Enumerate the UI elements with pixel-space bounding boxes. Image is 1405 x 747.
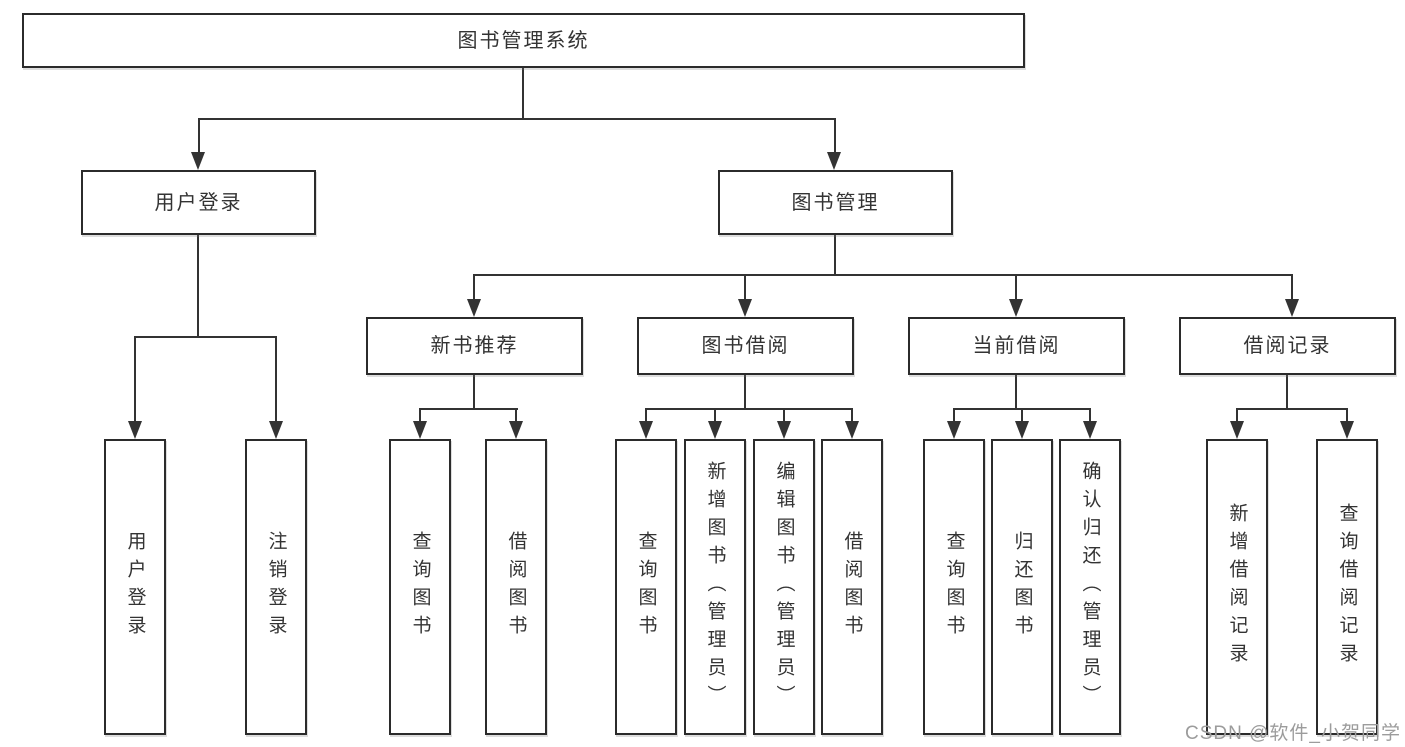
leaf-query-borrow-record: 查询借阅记录	[1316, 439, 1378, 735]
connector-stem	[645, 408, 647, 422]
leaf-user-login: 用户登录	[104, 439, 166, 735]
arrow-down	[1083, 421, 1097, 439]
leaf-borrow-book: 借阅图书	[821, 439, 883, 735]
leaf-confirm-return-admin: 确认归还（管理员）	[1059, 439, 1121, 735]
connector-stem	[134, 336, 136, 422]
arrow-down	[708, 421, 722, 439]
connector-stem	[953, 408, 955, 422]
connector-user-login-rail	[134, 336, 277, 338]
connector-stem	[1021, 408, 1023, 422]
connector-stem	[198, 118, 200, 154]
connector-user-login-stub	[197, 235, 199, 337]
leaf-edit-book-admin: 编辑图书（管理员）	[753, 439, 815, 735]
connector-stub	[473, 375, 475, 409]
connector-level3-rail	[473, 274, 1293, 276]
connector-level2-rail	[198, 118, 836, 120]
connector-stem	[851, 408, 853, 422]
arrow-down	[947, 421, 961, 439]
arrow-down	[1009, 299, 1023, 317]
connector-book-mgmt-stub	[834, 235, 836, 275]
leaf-logout: 注销登录	[245, 439, 307, 735]
arrow-down	[1230, 421, 1244, 439]
leaf-query-book-recommend: 查询图书	[389, 439, 451, 735]
leaf-add-borrow-record: 新增借阅记录	[1206, 439, 1268, 735]
arrow-down	[269, 421, 283, 439]
leaf-query-book-borrow: 查询图书	[615, 439, 677, 735]
leaf-add-book-admin: 新增图书（管理员）	[684, 439, 746, 735]
arrow-down	[1285, 299, 1299, 317]
connector-rail	[645, 408, 853, 410]
arrow-down	[845, 421, 859, 439]
connector-stub	[1286, 375, 1288, 409]
connector-stem	[834, 118, 836, 154]
connector-stem	[783, 408, 785, 422]
arrow-down	[467, 299, 481, 317]
connector-stem	[515, 408, 517, 422]
leaf-query-book-current: 查询图书	[923, 439, 985, 735]
connector-stub	[744, 375, 746, 409]
node-borrow-record: 借阅记录	[1179, 317, 1396, 375]
arrow-down	[509, 421, 523, 439]
connector-rail	[1236, 408, 1348, 410]
arrow-down	[738, 299, 752, 317]
connector-stem	[473, 274, 475, 301]
connector-stem	[1236, 408, 1238, 422]
node-new-book-recommend: 新书推荐	[366, 317, 583, 375]
connector-stem	[1291, 274, 1293, 301]
node-book-management: 图书管理	[718, 170, 953, 235]
connector-stub	[1015, 375, 1017, 409]
watermark: CSDN @软件_小贺同学	[1185, 723, 1401, 744]
node-book-borrow: 图书借阅	[637, 317, 854, 375]
connector-stem	[275, 336, 277, 422]
arrow-down	[1340, 421, 1354, 439]
arrow-down	[191, 152, 205, 170]
node-root: 图书管理系统	[22, 13, 1025, 68]
leaf-borrow-book-recommend: 借阅图书	[485, 439, 547, 735]
arrow-down	[639, 421, 653, 439]
connector-stem	[419, 408, 421, 422]
leaf-return-book: 归还图书	[991, 439, 1053, 735]
arrow-down	[413, 421, 427, 439]
node-current-borrow: 当前借阅	[908, 317, 1125, 375]
connector-rail	[419, 408, 518, 410]
arrow-down	[128, 421, 142, 439]
connector-stem	[744, 274, 746, 301]
arrow-down	[1015, 421, 1029, 439]
arrow-down	[777, 421, 791, 439]
connector-stem	[1015, 274, 1017, 301]
node-user-login: 用户登录	[81, 170, 316, 235]
connector-stem	[714, 408, 716, 422]
arrow-down	[827, 152, 841, 170]
connector-stem	[1089, 408, 1091, 422]
connector-stem	[1346, 408, 1348, 422]
connector-root-stub	[522, 68, 524, 119]
